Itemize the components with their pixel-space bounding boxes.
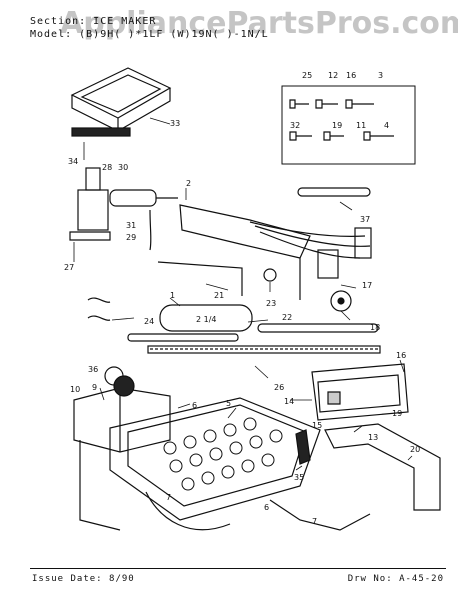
model-title: Model: (B)9H( )*1LF (W)19N( )-1N/L bbox=[30, 29, 269, 40]
water-valve-assembly bbox=[69, 167, 178, 251]
cover-assembly bbox=[311, 363, 409, 421]
label-36: 36 bbox=[88, 365, 98, 374]
label-22: 22 bbox=[282, 313, 292, 322]
label-3: 3 bbox=[378, 71, 383, 80]
ice-bin bbox=[70, 67, 172, 132]
ice-maker-mold bbox=[109, 397, 321, 521]
wire-7 bbox=[145, 491, 231, 531]
label-4: 4 bbox=[384, 121, 389, 130]
label-17: 17 bbox=[362, 281, 372, 290]
rod-22 bbox=[257, 323, 379, 333]
label-11: 11 bbox=[356, 121, 366, 130]
label-26: 26 bbox=[274, 383, 284, 392]
label-31: 31 bbox=[126, 221, 136, 230]
gasket-strip bbox=[71, 127, 131, 137]
label-10: 10 bbox=[70, 385, 80, 394]
label-20: 20 bbox=[410, 445, 420, 454]
label-23: 23 bbox=[266, 299, 276, 308]
label-16b: 16 bbox=[396, 351, 406, 360]
label-5: 5 bbox=[226, 399, 231, 408]
label-19b: 19 bbox=[392, 409, 402, 418]
label-29: 29 bbox=[126, 233, 136, 242]
label-15: 15 bbox=[312, 421, 322, 430]
label-14: 14 bbox=[284, 397, 294, 406]
label-16: 16 bbox=[346, 71, 356, 80]
fill-tube-1 bbox=[159, 304, 253, 332]
label-1: 1 bbox=[170, 291, 175, 300]
screws bbox=[289, 99, 394, 141]
label-7: 7 bbox=[166, 493, 171, 502]
wrench-21 bbox=[157, 261, 243, 296]
label-37: 37 bbox=[360, 215, 370, 224]
footer: Issue Date: 8/90 Drw No: A-45-20 bbox=[0, 568, 458, 600]
clip-35 bbox=[295, 429, 311, 465]
control-housing bbox=[73, 387, 171, 531]
bracket-20 bbox=[324, 423, 441, 511]
footer-rule bbox=[30, 568, 446, 569]
tube-marking: 2 1/4 bbox=[196, 315, 217, 324]
wiring-harness bbox=[179, 204, 372, 300]
label-19: 19 bbox=[332, 121, 342, 130]
drawing-number: Drw No: A-45-20 bbox=[347, 574, 444, 584]
label-25: 25 bbox=[302, 71, 312, 80]
label-21: 21 bbox=[214, 291, 224, 300]
label-2: 2 bbox=[186, 179, 191, 188]
label-18: 18 bbox=[370, 323, 380, 332]
label-35: 35 bbox=[294, 473, 304, 482]
clip-23 bbox=[263, 268, 277, 282]
part-36 bbox=[113, 375, 135, 397]
section-title: Section: ICE MAKER bbox=[30, 16, 157, 27]
label-30: 30 bbox=[118, 163, 128, 172]
label-27: 27 bbox=[64, 263, 74, 272]
label-33: 33 bbox=[170, 119, 180, 128]
part-labels: 33 34 28 30 31 29 27 2 37 21 23 17 18 1 … bbox=[64, 71, 420, 526]
label-34: 34 bbox=[68, 157, 78, 166]
label-28: 28 bbox=[102, 163, 112, 172]
label-9: 9 bbox=[92, 383, 97, 392]
cable-tie-26 bbox=[147, 345, 381, 354]
label-13: 13 bbox=[368, 433, 378, 442]
label-12: 12 bbox=[328, 71, 338, 80]
label-6b: 6 bbox=[264, 503, 269, 512]
watermark: AppliancePartsPros.com bbox=[60, 6, 458, 41]
label-24: 24 bbox=[144, 317, 154, 326]
issue-date: Issue Date: 8/90 bbox=[32, 574, 135, 584]
tube-37 bbox=[297, 187, 371, 197]
ice-maker-diagram: 33 34 28 30 31 29 27 2 37 21 23 17 18 1 … bbox=[64, 67, 441, 531]
label-32: 32 bbox=[290, 121, 300, 130]
label-6: 6 bbox=[192, 401, 197, 410]
label-7b: 7 bbox=[312, 517, 317, 526]
hardware-box bbox=[281, 85, 416, 165]
springs-24 bbox=[87, 297, 111, 321]
